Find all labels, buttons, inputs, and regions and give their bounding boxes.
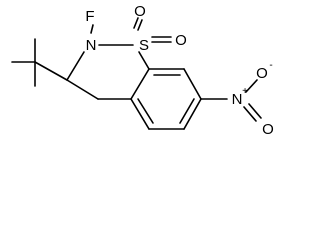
bond-nitro-n-o-bot1 <box>243 106 257 122</box>
bond-s-o-bottom-1 <box>137 19 143 31</box>
chemical-structure: F N S O O N + O - O <box>11 3 274 138</box>
bond-c3-c4 <box>66 79 99 100</box>
atom-label-nitro-oxygen-top: O <box>256 65 268 82</box>
bond-nitro-n-o-top <box>245 79 258 93</box>
bond-s-o-bottom-2 <box>133 17 139 29</box>
bond-c3-n2 <box>66 51 85 81</box>
bond-s1-c8a <box>138 51 150 70</box>
charge-nitro-oxygen-top: - <box>269 60 272 71</box>
bond-c7-c6 <box>183 98 202 130</box>
bond-nitro-n-o-bot2 <box>248 103 262 119</box>
atom-label-nitrogen: N <box>86 37 97 54</box>
atom-label-sulfur: S <box>139 37 149 54</box>
structure-canvas: F N S O O N + O - O <box>11 3 274 138</box>
atom-label-oxygen-sulfonyl-bottom: O <box>134 3 146 20</box>
bond-n2-f <box>90 24 94 34</box>
atom-label-fluorine: F <box>85 8 94 25</box>
bond-c5-c4a <box>130 98 150 130</box>
bond-c5-c4a-inner <box>137 98 154 124</box>
atom-label-oxygen-sulfonyl-right: O <box>175 32 187 49</box>
bond-c8-c7 <box>183 68 202 100</box>
charge-nitro-nitrogen: + <box>242 86 248 97</box>
atom-label-nitro-oxygen-bottom: O <box>262 121 274 138</box>
bond-tbutyl-c-ring-c3 <box>34 61 68 81</box>
atom-label-nitro-nitrogen: N <box>232 91 243 108</box>
bond-c7-c6-inner <box>179 98 195 124</box>
bond-c4a-c8a <box>130 68 150 100</box>
